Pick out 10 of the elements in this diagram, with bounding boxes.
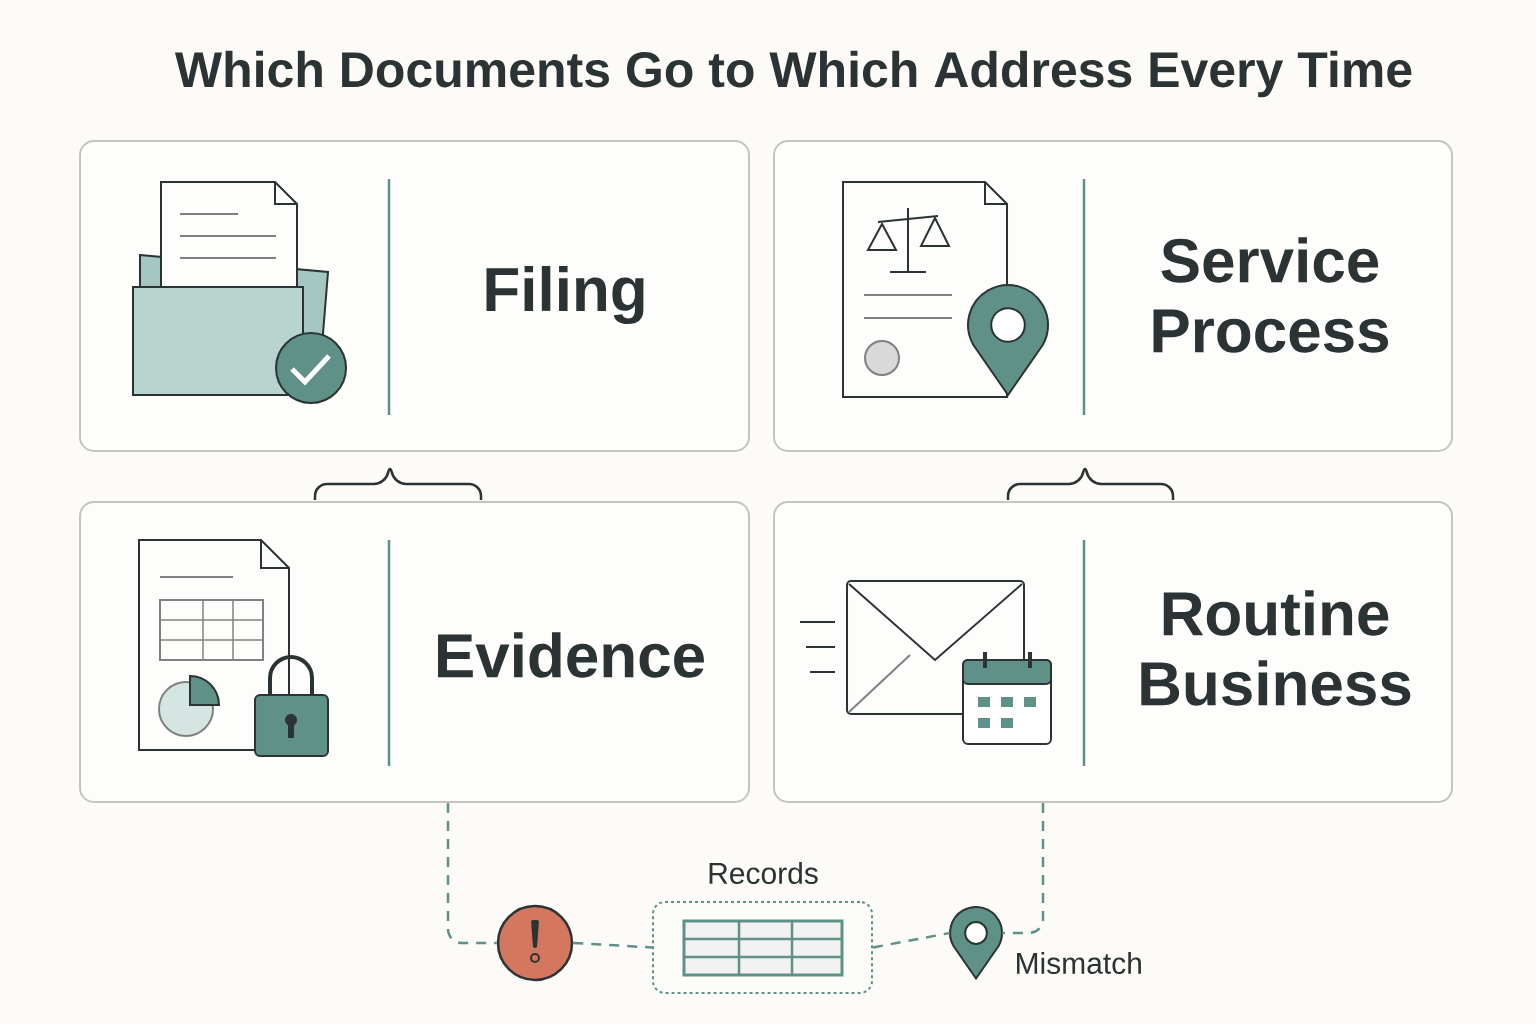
connector — [446, 803, 497, 945]
connector — [872, 931, 951, 949]
title: Which Documents Go to Which Address Every Time — [174, 50, 1412, 98]
pin-caption: Mismatch — [1017, 951, 1141, 974]
connector — [1002, 803, 1045, 935]
records-box: Records — [652, 861, 873, 994]
connector — [573, 941, 653, 949]
node-label: Records — [709, 861, 818, 884]
alert-icon — [496, 904, 574, 982]
location-pin — [949, 906, 1004, 980]
